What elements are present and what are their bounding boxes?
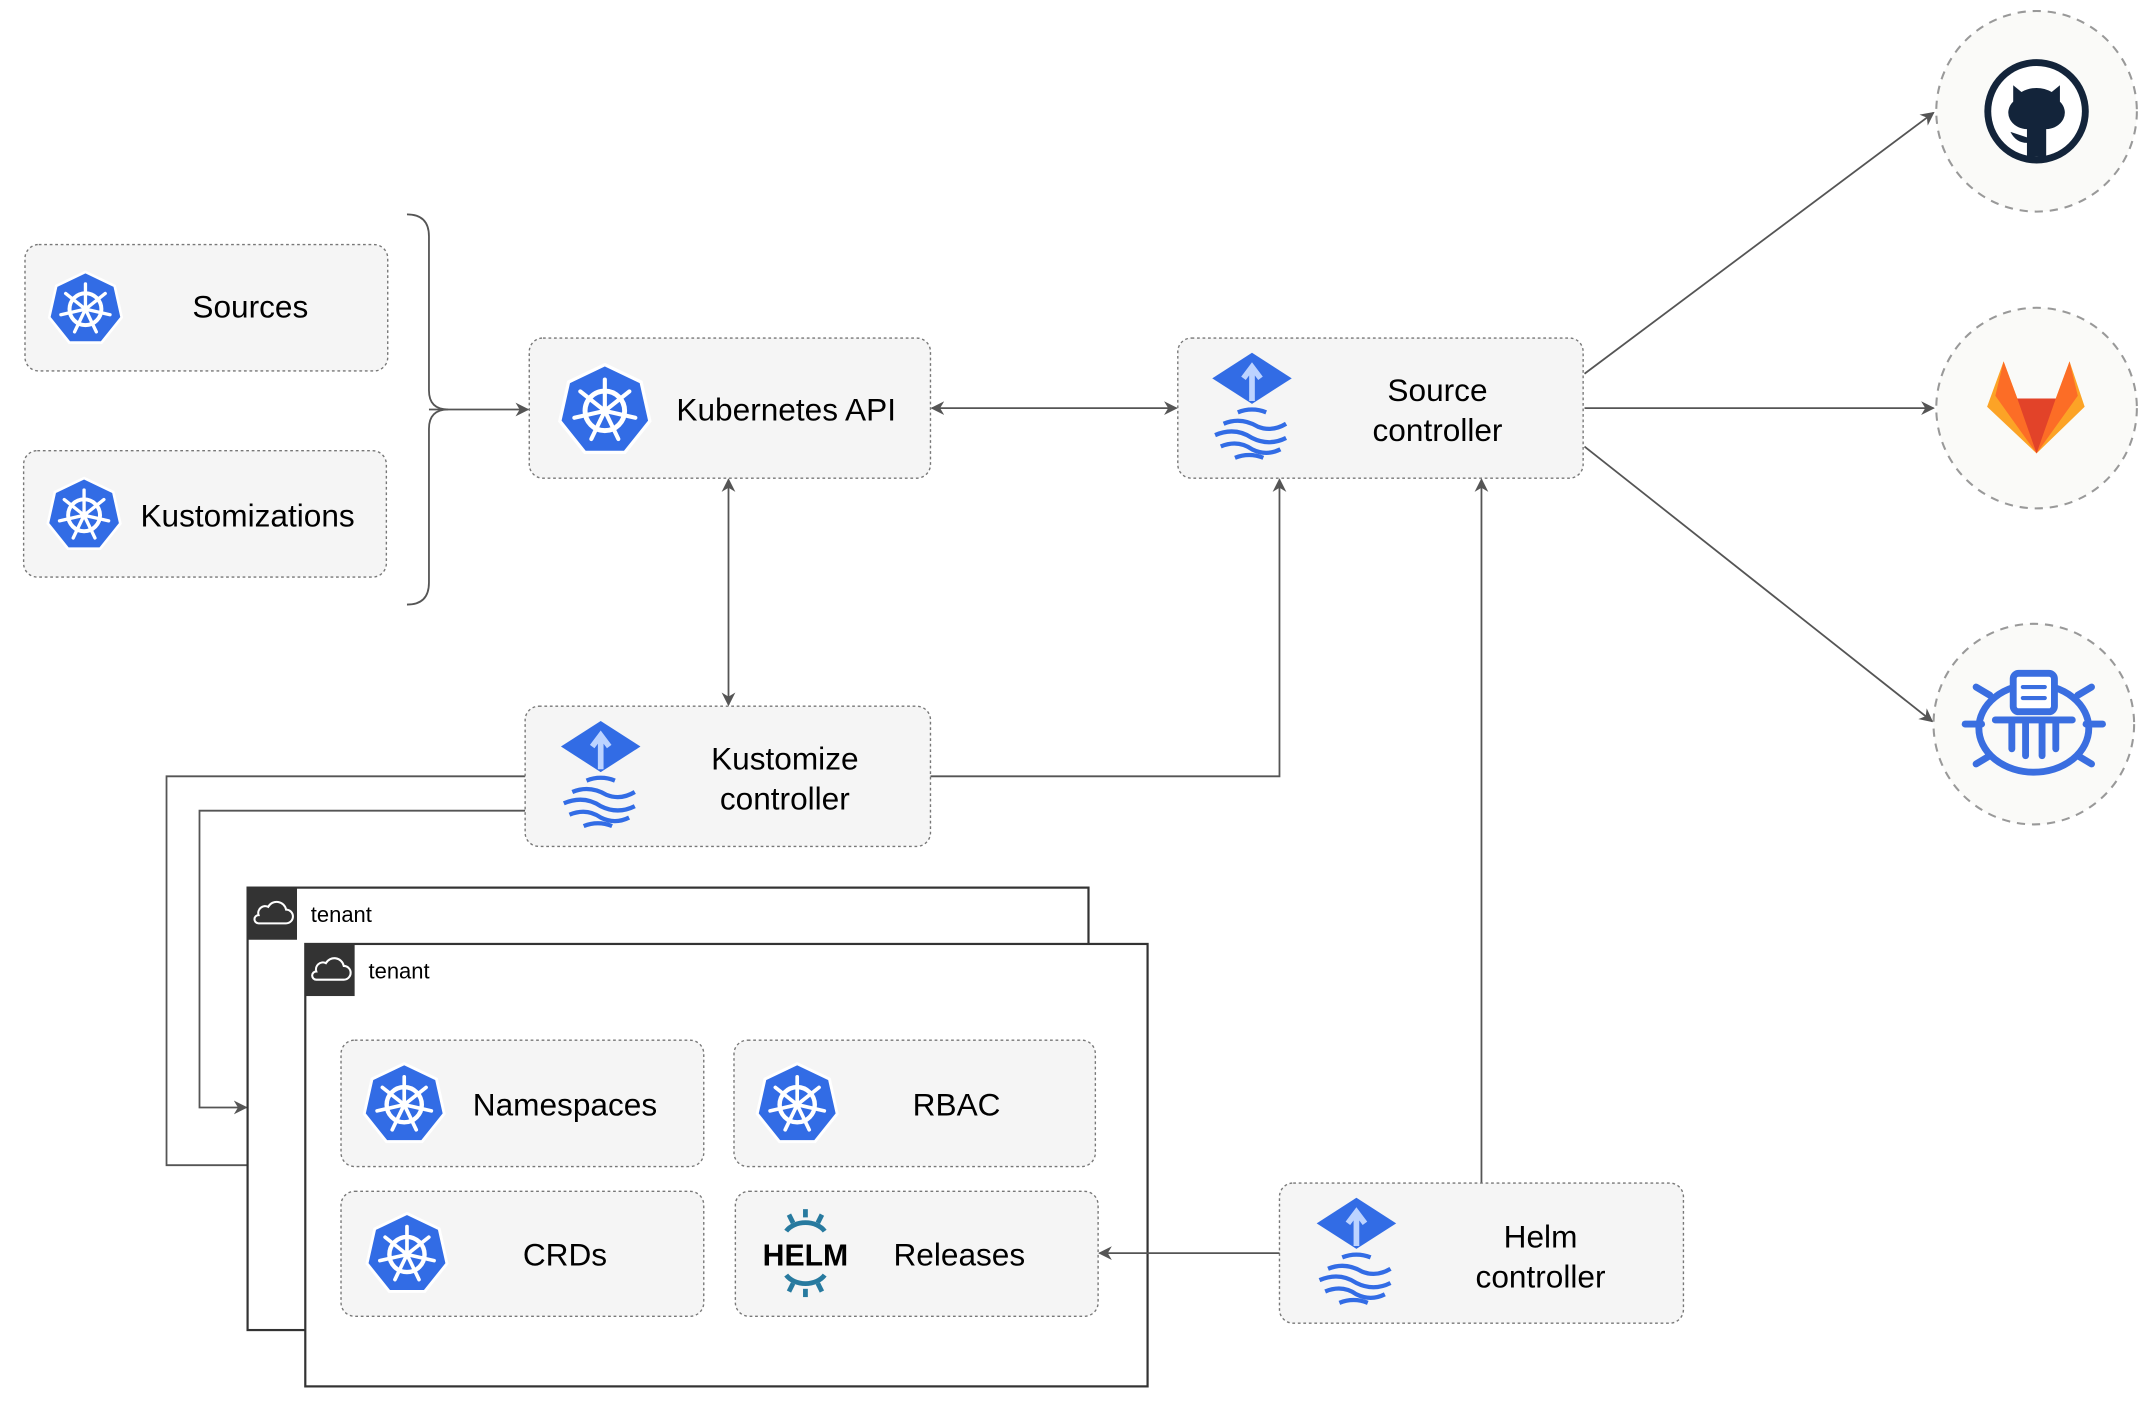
edge-kustomize-to-source [930, 478, 1287, 778]
gitlab-node[interactable] [1935, 306, 2138, 510]
edge-kustomize-to-tenant-front [165, 775, 526, 1173]
helm-controller-node[interactable]: Helm controller [1278, 1182, 1685, 1324]
crds-node[interactable]: CRDs [340, 1190, 705, 1318]
crds-label: CRDs [523, 1236, 607, 1272]
edge-kustomize-to-tenant-back [198, 809, 526, 1115]
helm-controller-label-2: controller [1476, 1258, 1606, 1294]
edge-source-to-bucket [1583, 445, 1934, 723]
rbac-label: RBAC [913, 1087, 1001, 1123]
releases-label: Releases [893, 1236, 1025, 1272]
bucket-icon [1961, 669, 2106, 776]
gitlab-icon [1987, 361, 2085, 454]
kustomizations-node[interactable]: Kustomizations [22, 449, 388, 578]
sources-node[interactable]: Sources [24, 243, 389, 372]
source-controller-label-2: controller [1373, 412, 1503, 448]
sources-label: Sources [192, 288, 308, 324]
namespaces-label: Namespaces [473, 1087, 657, 1123]
bucket-node[interactable] [1932, 622, 2136, 826]
tenant-label: tenant [369, 958, 430, 983]
namespaces-node[interactable]: Namespaces [340, 1039, 705, 1168]
tenant-label: tenant [311, 902, 372, 927]
kubernetes-api-label: Kubernetes API [676, 391, 896, 427]
source-controller-label-1: Source [1387, 372, 1487, 408]
github-icon [1984, 59, 2089, 164]
tenant-front: tenant Namespaces RBAC CRDs HELM [304, 942, 1149, 1388]
releases-node[interactable]: HELM Releases [734, 1190, 1099, 1318]
kustomize-controller-node[interactable]: Kustomize controller [524, 705, 932, 848]
edge-source-to-github [1583, 111, 1935, 375]
kubernetes-api-node[interactable]: Kubernetes API [528, 337, 932, 479]
helm-controller-label-1: Helm [1504, 1219, 1578, 1255]
github-node[interactable] [1935, 9, 2138, 213]
cloud-icon [305, 943, 355, 997]
kustomize-controller-label-1: Kustomize [711, 740, 858, 776]
rbac-node[interactable]: RBAC [733, 1039, 1097, 1168]
kustomizations-label: Kustomizations [140, 497, 354, 533]
connectors [165, 111, 1935, 1184]
cloud-icon [247, 887, 298, 940]
source-controller-node[interactable]: Source controller [1177, 337, 1584, 479]
kustomize-controller-label-2: controller [720, 780, 850, 816]
helm-logo: HELM [763, 1209, 849, 1298]
helm-logo-text: HELM [763, 1239, 849, 1272]
